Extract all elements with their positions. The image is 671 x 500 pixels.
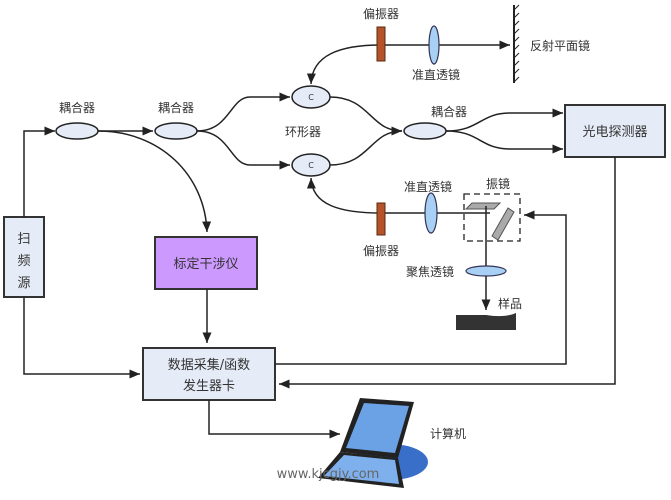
- collimating-lens-bottom: [424, 192, 438, 234]
- collimating-lens-top-label: 准直透镜: [412, 67, 460, 82]
- source-to-daq-line: [23, 297, 140, 379]
- daq-to-galvo-line: [275, 210, 567, 365]
- coupler3-to-pd-bottom-line: [445, 130, 563, 154]
- focusing-lens-label: 聚焦透镜: [406, 264, 454, 279]
- sweep-source-box: 扫 频 源: [3, 216, 45, 298]
- galvo-mirror-label: 振镜: [486, 176, 510, 191]
- coupler-2: [154, 122, 198, 140]
- coupler-3-label: 耦合器: [431, 104, 467, 119]
- circ-bottom-to-coupler3-line: [329, 130, 403, 166]
- sample-label: 样品: [498, 296, 522, 311]
- coupler-3: [403, 122, 447, 140]
- galvo-mirror: [463, 193, 521, 242]
- sweep-source-label-1: 扫: [17, 232, 30, 247]
- coupler2-to-circ-top-line: [196, 92, 290, 132]
- source-to-coupler1-line: [23, 126, 55, 217]
- focusing-lens: [465, 265, 507, 277]
- sweep-source-label-3: 源: [17, 276, 30, 291]
- daq-card-label-line2: 发生器卡: [183, 378, 235, 394]
- reflective-mirror-label: 反射平面镜: [530, 38, 590, 53]
- circulator-bottom-symbol: C: [308, 161, 314, 170]
- daq-card-label-line1: 数据采集/函数: [168, 357, 250, 373]
- sample-arm-return-line: [306, 177, 382, 214]
- polarizer-bottom-label: 偏振器: [363, 243, 399, 258]
- coupler2-to-circ-bottom-line: [196, 130, 290, 170]
- sweep-source-label-2: 频: [17, 254, 30, 269]
- coupler3-to-pd-top-line: [445, 108, 563, 132]
- circulator-label: 环形器: [285, 125, 321, 139]
- polarizer-top: [376, 26, 386, 62]
- laptop-icon: [318, 398, 428, 488]
- computer-label: 计算机: [430, 426, 466, 441]
- ref-arm-return-line: [306, 44, 382, 85]
- collimating-lens-top: [428, 25, 440, 65]
- coupler-1: [55, 122, 99, 140]
- circ-top-to-coupler3-line: [329, 96, 403, 136]
- coupler-2-label: 耦合器: [158, 100, 194, 115]
- coupler1-to-interferometer-line: [97, 130, 212, 233]
- watermark: www.kjcgjy.com: [277, 467, 380, 482]
- polarizer-bottom: [376, 202, 386, 236]
- reflective-mirror: [513, 4, 520, 83]
- coupler-1-label: 耦合器: [59, 100, 95, 115]
- circulator-top-symbol: C: [308, 93, 314, 102]
- polarizer-top-label: 偏振器: [363, 6, 399, 21]
- photodetector-label: 光电探测器: [582, 125, 647, 140]
- sample: [456, 313, 516, 330]
- calibration-interferometer-box: [154, 236, 258, 290]
- collimating-lens-bottom-label: 准直透镜: [404, 179, 452, 194]
- daq-to-computer-line: [208, 400, 340, 439]
- pd-to-daq-line: [279, 157, 616, 389]
- calibration-interferometer-label: 标定干涉仪: [173, 257, 238, 272]
